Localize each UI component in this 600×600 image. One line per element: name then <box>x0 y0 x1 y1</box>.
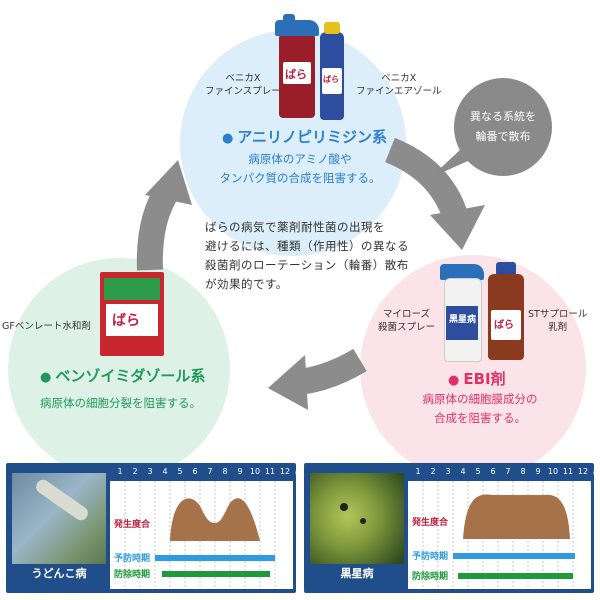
arrow-right-to-left-head <box>268 355 308 410</box>
chart1-month-row: 1 2 3 4 5 6 7 8 9 10 11 12 (月) <box>114 467 404 479</box>
bubble-line2: 輪番で散布 <box>475 130 531 143</box>
chart1-row-occurrence: 発生度合 <box>114 520 151 530</box>
chart2-occurrence-area <box>463 494 570 539</box>
chart2-row-occurrence: 発生度合 <box>412 518 449 528</box>
chart1-month: 9 <box>237 467 243 476</box>
right-product2-name: STサプロール 乳剤 <box>528 309 588 333</box>
bubble-tail <box>430 150 470 178</box>
right-group-desc: 病原体の細胞膜成分の 合成を阻害する。 <box>422 392 538 425</box>
chart2-grid <box>408 481 591 589</box>
bubble-line1: 異なる系統を <box>470 110 536 123</box>
chart1-control-bar <box>162 571 270 577</box>
product-benlate-box: ばら <box>100 272 164 356</box>
left-group-desc: 病原体の細胞分裂を阻害する。 <box>40 396 201 410</box>
chart2-month: 6 <box>490 467 496 476</box>
product-myrose-spray: 黒星病 <box>440 262 484 362</box>
chart2-row-control: 防除時期 <box>412 572 449 582</box>
chart2-month: 10 <box>547 467 559 476</box>
chart2-prevention-bar <box>453 553 575 559</box>
black-spot-photo <box>310 473 404 581</box>
product-st-saprol: ばら <box>488 262 524 360</box>
left-product-name: GFベンレート水和剤 <box>2 321 91 332</box>
chart2-month: 7 <box>505 467 511 476</box>
chart2-month: 9 <box>535 467 541 476</box>
chart1-occurrence-area <box>170 498 260 541</box>
chart-panel-powdery-mildew: うどんこ病 1 2 3 4 5 6 7 8 9 10 11 12 (月) <box>6 463 309 593</box>
chart2-month: 2 <box>430 467 436 476</box>
left-group-dot-icon: ● <box>40 370 52 385</box>
chart2-plot <box>422 481 575 589</box>
chart1-prevention-bar <box>155 555 275 561</box>
right-group-title: ●EBI剤 <box>448 370 506 388</box>
left-group-title: ●ベンゾイミダゾール系 <box>40 367 206 385</box>
chart1-row-control: 防除時期 <box>114 570 151 580</box>
chart1-month: 2 <box>132 467 138 476</box>
product-fine-aerosol: ばら <box>318 22 346 120</box>
chart1-month: 6 <box>192 467 198 476</box>
chart1-month: 10 <box>249 467 261 476</box>
chart1-row-prevention: 予防時期 <box>114 554 151 564</box>
chart1-month: 8 <box>222 467 228 476</box>
right-product1-name: マイローズ 殺菌スプレー <box>378 309 436 333</box>
rotation-bubble: 異なる系統を 輪番で散布 <box>454 78 552 176</box>
chart1-month: 4 <box>162 467 168 476</box>
chart1-month: 11 <box>264 467 276 476</box>
chart2-month: 11 <box>562 467 574 476</box>
chart2-month-row: 1 2 3 4 5 6 7 8 9 10 11 12 (月) <box>412 467 600 479</box>
chart1-month: 5 <box>177 467 183 476</box>
chart1-grid <box>110 481 293 589</box>
chart-panel-black-spot: 黒星病 1 2 3 4 5 6 7 8 9 10 11 12 (月) <box>304 463 600 593</box>
chart1-month: 7 <box>207 467 213 476</box>
powdery-mildew-photo <box>12 473 106 581</box>
center-explanation: ばらの病気で薬剤耐性菌の出現を 避けるには、種類（作用性）の異なる 殺菌剤のロー… <box>205 220 409 291</box>
arrow-right-to-left <box>298 348 367 395</box>
chart2-month: 1 <box>415 467 421 476</box>
chart1-unit: (月) <box>294 468 310 477</box>
chart2-unit: (月) <box>592 468 600 477</box>
chart2-month: 5 <box>475 467 481 476</box>
chart2-month: 3 <box>445 467 451 476</box>
chart1-disease-name: うどんこ病 <box>12 564 106 584</box>
chart2-month: 8 <box>520 467 526 476</box>
right-group-dot-icon: ● <box>448 373 460 388</box>
arrow-left-to-top <box>136 182 180 271</box>
chart2-disease-name: 黒星病 <box>310 564 404 584</box>
arrow-top-to-right <box>384 137 468 220</box>
product-fine-spray: ばら <box>275 14 319 119</box>
chart2-row-prevention: 予防時期 <box>412 552 449 562</box>
top-group-dot-icon: ● <box>222 131 234 146</box>
top-group-title: ●アニリノピリミジン系 <box>222 128 388 146</box>
chart1-month: 12 <box>279 467 291 476</box>
chart2-month: 4 <box>460 467 466 476</box>
chart2-control-bar <box>458 573 573 579</box>
chart1-month: 3 <box>147 467 153 476</box>
top-product2-name: ベニカX ファインエアゾール <box>356 73 442 97</box>
chart1-plot <box>124 481 276 589</box>
arrow-top-to-right-head <box>430 205 485 250</box>
chart1-month: 1 <box>117 467 123 476</box>
top-product1-name: ベニカX ファインスプレー <box>205 73 281 97</box>
chart2-month: 12 <box>577 467 589 476</box>
arrow-left-to-top-head <box>145 160 192 205</box>
top-group-desc: 病原体のアミノ酸や タンパク質の合成を阻害する。 <box>219 152 381 185</box>
